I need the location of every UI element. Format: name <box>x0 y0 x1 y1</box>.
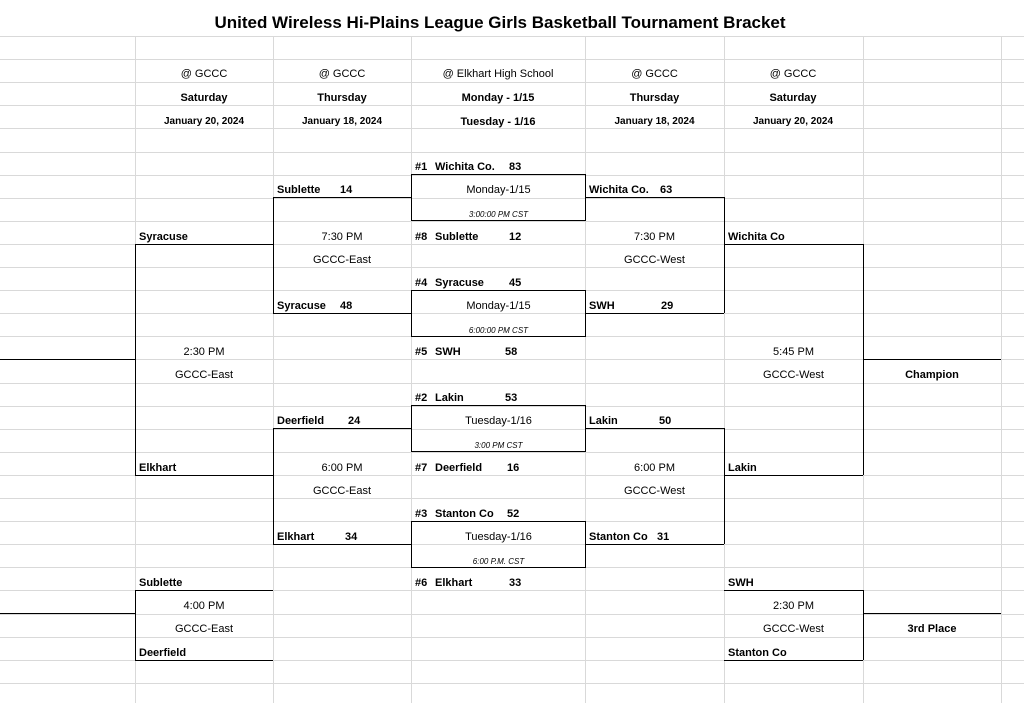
team-name: Deerfield <box>277 415 325 427</box>
game-time: 2:30 PM <box>773 600 814 612</box>
header-day: Saturday <box>180 92 228 104</box>
game-time: 6:00 PM <box>634 462 675 474</box>
team-score: 48 <box>340 300 353 312</box>
team-name: Sublette <box>277 184 321 196</box>
header-venue: @ Elkhart High School <box>442 68 554 80</box>
header-date: Tuesday - 1/16 <box>460 116 536 128</box>
header-venue: @ GCCC <box>180 68 228 80</box>
game-venue: GCCC-West <box>624 254 685 266</box>
game-time: 3:00:00 PM CST <box>468 210 529 219</box>
team-name: SWH <box>728 577 754 589</box>
header-venue: @ GCCC <box>631 68 678 80</box>
game-venue: GCCC-West <box>763 369 824 381</box>
game-time: 6:00:00 PM CST <box>468 326 529 335</box>
team-score: 50 <box>659 415 672 427</box>
team-score: 33 <box>509 577 522 589</box>
game-day: Tuesday-1/16 <box>465 531 532 543</box>
header-venue: @ GCCC <box>318 68 366 80</box>
game-time: 6:00 PM <box>321 462 363 474</box>
game-time: 6:00 P.M. CST <box>472 557 525 566</box>
game-venue: GCCC-West <box>763 623 824 635</box>
header-day: Thursday <box>629 92 680 104</box>
team-name: Syracuse <box>139 231 188 243</box>
team-score: 63 <box>660 184 673 196</box>
bracket-title: United Wireless Hi-Plains League Girls B… <box>214 13 786 32</box>
game-time: 4:00 PM <box>183 600 225 612</box>
team-score: 34 <box>345 531 358 543</box>
champion-label: Champion <box>905 369 959 381</box>
header-date: January 18, 2024 <box>614 116 695 127</box>
team-name: Lakin <box>589 415 618 427</box>
header-day: Thursday <box>317 92 367 104</box>
header-day: Monday - 1/15 <box>461 92 535 104</box>
game-day: Tuesday-1/16 <box>465 415 532 427</box>
team-score: 14 <box>340 184 353 196</box>
team-score: 16 <box>507 462 520 474</box>
team-name: Elkhart <box>139 462 177 474</box>
team-name: Stanton Co <box>589 531 648 543</box>
header-venue: @ GCCC <box>769 68 817 80</box>
game-venue: GCCC-East <box>174 623 234 635</box>
team-name: SWH <box>589 300 615 312</box>
header-date: January 20, 2024 <box>163 116 245 127</box>
game-time: 5:45 PM <box>773 346 814 358</box>
game-venue: GCCC-East <box>312 485 372 497</box>
team-score: 52 <box>507 508 520 520</box>
team-name: Syracuse <box>277 300 326 312</box>
team-name: Stanton Co <box>728 647 787 659</box>
header-date: January 20, 2024 <box>752 116 834 127</box>
header-date: January 18, 2024 <box>301 116 383 127</box>
game-time: 2:30 PM <box>183 346 225 358</box>
game-day: Monday-1/15 <box>466 300 531 312</box>
team-name: Wichita Co <box>728 231 785 243</box>
team-score: 45 <box>509 277 522 289</box>
team-name: Deerfield <box>139 647 187 659</box>
team-score: 53 <box>505 392 518 404</box>
third-place-label: 3rd Place <box>907 623 957 635</box>
team-score: 29 <box>661 300 674 312</box>
game-time: 7:30 PM <box>321 231 363 243</box>
team-name: Lakin <box>728 462 757 474</box>
team-name: Sublette <box>139 577 183 589</box>
game-venue: GCCC-East <box>312 254 372 266</box>
team-score: 58 <box>505 346 518 358</box>
header-day: Saturday <box>769 92 817 104</box>
game-venue: GCCC-West <box>624 485 685 497</box>
team-score: 83 <box>509 161 522 173</box>
game-day: Monday-1/15 <box>466 184 531 196</box>
team-score: 24 <box>348 415 361 427</box>
team-score: 12 <box>509 231 522 243</box>
game-time: 3:00 PM CST <box>474 441 523 450</box>
team-name: Elkhart <box>277 531 315 543</box>
team-score: 31 <box>657 531 670 543</box>
game-venue: GCCC-East <box>174 369 234 381</box>
game-time: 7:30 PM <box>634 231 675 243</box>
team-name: Wichita Co. <box>589 184 649 196</box>
